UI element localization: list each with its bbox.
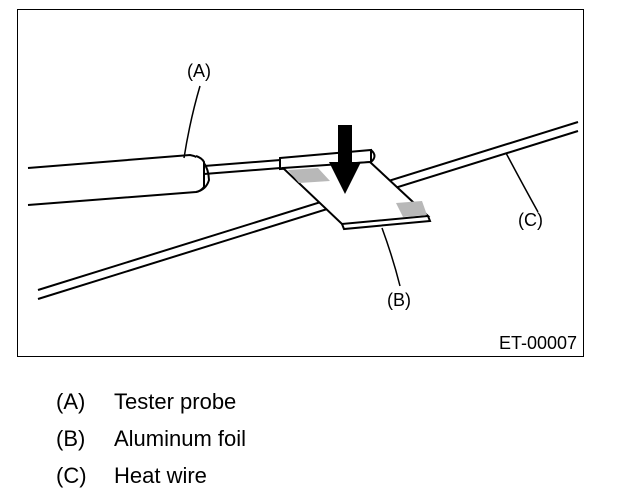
diagram-illustration: (A) (B) (C) [27,61,579,310]
leader-a [183,85,201,159]
heat-wire [37,121,579,300]
probe-collar [195,155,205,193]
leader-b [381,227,401,287]
figure-frame: (A) (B) (C) ET-00007 [17,9,584,357]
aluminum-foil [280,160,432,231]
legend-item: (B) Aluminum foil [56,420,246,457]
callout-c: (C) [518,210,543,230]
legend-label: Tester probe [114,389,237,414]
legend-item: (A) Tester probe [56,383,246,420]
probe-handle [27,153,211,206]
legend-label: Aluminum foil [114,426,247,451]
legend: (A) Tester probe (B) Aluminum foil (C) Heat… [56,383,246,494]
legend-item: (C) Heat wire [56,457,246,494]
leader-lines [183,85,539,287]
leader-c [505,152,539,213]
legend-key: (C) [56,463,87,488]
legend-key: (A) [56,389,86,414]
callout-a: (A) [187,61,211,81]
figure-code: ET-00007 [498,333,577,353]
callout-b: (B) [387,290,411,310]
press-arrow [329,125,361,194]
legend-label: Heat wire [114,463,207,488]
legend-key: (B) [56,426,86,451]
